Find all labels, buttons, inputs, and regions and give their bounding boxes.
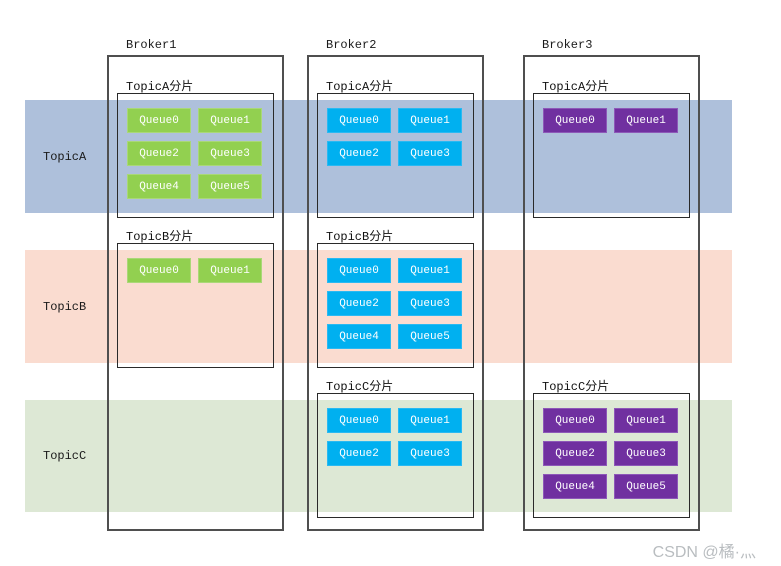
partition-label: TopicA分片 <box>326 80 394 94</box>
broker-box-broker1 <box>107 55 284 531</box>
queue-cell: Queue3 <box>398 441 462 466</box>
queue-cell: Queue2 <box>327 441 391 466</box>
queue-cell: Queue4 <box>327 324 391 349</box>
queue-cell: Queue0 <box>327 408 391 433</box>
queue-cell: Queue0 <box>327 108 391 133</box>
queue-cell: Queue1 <box>398 258 462 283</box>
queue-cell: Queue2 <box>543 441 607 466</box>
partition-label: TopicC分片 <box>542 380 610 394</box>
queue-cell: Queue1 <box>614 108 678 133</box>
queue-cell: Queue0 <box>127 258 191 283</box>
topic-band-label: TopicB <box>43 299 87 314</box>
queue-cell: Queue0 <box>543 408 607 433</box>
broker-label-broker3: Broker3 <box>542 38 593 52</box>
queue-cell: Queue1 <box>398 408 462 433</box>
broker-box-broker3 <box>523 55 700 531</box>
queue-cell: Queue0 <box>127 108 191 133</box>
topic-band-label: TopicC <box>43 449 87 463</box>
queue-cell: Queue0 <box>543 108 607 133</box>
queue-cell: Queue4 <box>127 174 191 199</box>
partition-label: TopicA分片 <box>542 80 610 94</box>
broker-box-broker2 <box>307 55 484 531</box>
queue-cell: Queue3 <box>614 441 678 466</box>
partition-label: TopicB分片 <box>126 230 194 244</box>
queue-cell: Queue5 <box>614 474 678 499</box>
broker-label-broker2: Broker2 <box>326 38 377 52</box>
queue-cell: Queue2 <box>327 291 391 316</box>
broker-label-broker1: Broker1 <box>126 38 177 52</box>
queue-cell: Queue4 <box>543 474 607 499</box>
queue-cell: Queue1 <box>614 408 678 433</box>
topic-band-label: TopicA <box>43 149 87 164</box>
queue-cell: Queue3 <box>398 291 462 316</box>
queue-cell: Queue3 <box>398 141 462 166</box>
queue-cell: Queue1 <box>198 108 262 133</box>
queue-cell: Queue0 <box>327 258 391 283</box>
partition-box: Queue0 Queue1 <box>533 93 690 218</box>
partition-label: TopicB分片 <box>326 230 394 244</box>
queue-cell: Queue5 <box>398 324 462 349</box>
queue-cell: Queue3 <box>198 141 262 166</box>
partition-label: TopicA分片 <box>126 80 194 94</box>
queue-cell: Queue5 <box>198 174 262 199</box>
queue-cell: Queue1 <box>198 258 262 283</box>
partition-box: Queue0 Queue1 <box>117 243 274 368</box>
partition-label: TopicC分片 <box>326 380 394 394</box>
queue-cell: Queue2 <box>127 141 191 166</box>
watermark: CSDN @橘·灬 <box>652 544 756 561</box>
queue-cell: Queue2 <box>327 141 391 166</box>
queue-cell: Queue1 <box>398 108 462 133</box>
